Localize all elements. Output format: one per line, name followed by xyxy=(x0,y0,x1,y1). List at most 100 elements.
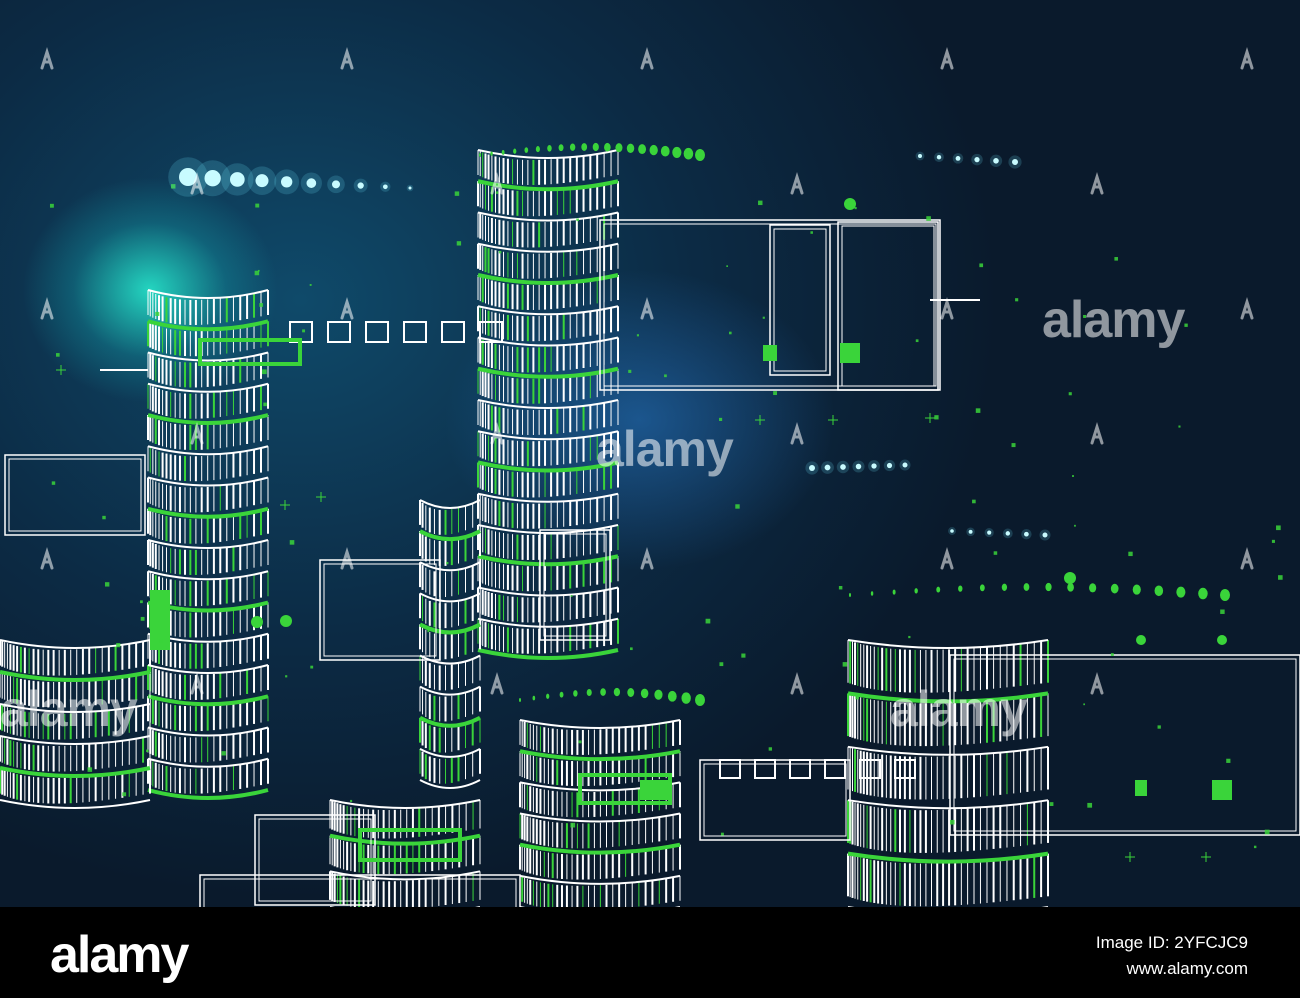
light-dot xyxy=(918,154,922,158)
green-dot-arc xyxy=(1220,589,1230,601)
floor-plan-top xyxy=(603,223,937,387)
green-dot-arc xyxy=(1023,583,1030,591)
tower-ring xyxy=(329,799,481,809)
green-dot-arc xyxy=(892,589,896,595)
crenel xyxy=(859,759,881,779)
light-dot xyxy=(987,530,992,535)
green-frame xyxy=(578,773,672,805)
green-dot-arc xyxy=(626,143,635,154)
crenel xyxy=(327,321,351,343)
tower-ring xyxy=(519,874,681,885)
illustration: alamy alamy alamy alamy xyxy=(0,0,1300,907)
footer-logo: alamy xyxy=(50,926,189,984)
crenel xyxy=(365,321,389,343)
crenel xyxy=(441,321,465,343)
green-dot-arc xyxy=(660,145,670,157)
green-particle xyxy=(1178,425,1181,428)
green-dot-arc xyxy=(501,149,505,155)
tower-ring xyxy=(147,694,269,707)
green-dot-arc xyxy=(649,144,658,156)
floor-plan-room xyxy=(837,221,939,391)
green-dot-arc xyxy=(559,691,564,698)
green-dot-arc xyxy=(683,147,694,160)
green-particle xyxy=(1011,443,1016,448)
green-dot-arc xyxy=(513,148,517,154)
tower-ring xyxy=(477,211,619,222)
green-block xyxy=(840,343,860,363)
tower-ring xyxy=(329,833,481,846)
green-particle xyxy=(838,585,843,590)
green-particle xyxy=(842,662,848,667)
watermark-glyph xyxy=(790,671,804,695)
green-particle xyxy=(122,792,127,797)
tower-ring xyxy=(419,622,481,635)
cross-marker xyxy=(925,413,935,423)
green-particle xyxy=(1226,758,1231,763)
green-dot-arc xyxy=(535,146,540,153)
green-dot-arc xyxy=(979,584,985,592)
tower-ring xyxy=(147,506,269,519)
tower-ring xyxy=(0,703,151,713)
watermark-glyph xyxy=(640,46,654,70)
tower-ring xyxy=(147,351,269,362)
green-particle xyxy=(705,618,711,624)
green-dot-arc xyxy=(1001,583,1008,591)
tower-ring xyxy=(147,319,269,332)
green-dot-arc xyxy=(547,145,552,152)
green-particle xyxy=(254,270,260,276)
green-particle xyxy=(1220,609,1225,614)
green-dot xyxy=(1064,572,1076,584)
tower-ring xyxy=(477,399,619,409)
footer-bar: alamy Image ID: 2YFCJC9 www.alamy.com xyxy=(0,907,1300,998)
floor-plan-left xyxy=(4,454,146,536)
green-dot-arc xyxy=(640,688,649,699)
green-particle xyxy=(1278,575,1283,580)
green-particle xyxy=(728,331,732,335)
light-dot xyxy=(357,182,364,189)
watermark-glyph xyxy=(1090,421,1104,445)
light-dot xyxy=(332,180,340,189)
green-dot-arc xyxy=(604,142,611,152)
green-particle xyxy=(720,832,724,836)
green-particle xyxy=(578,740,582,744)
green-particle xyxy=(261,369,267,375)
tower-ring xyxy=(0,766,151,778)
watermark-glyph xyxy=(1240,546,1254,570)
green-particle xyxy=(1157,725,1161,729)
watermark-glyph xyxy=(340,46,354,70)
watermark-glyph xyxy=(340,296,354,320)
watermark-glyph xyxy=(790,171,804,195)
green-particle xyxy=(102,515,106,520)
crenel xyxy=(403,321,427,343)
green-particle xyxy=(171,184,176,189)
green-particle xyxy=(926,216,931,221)
tower-ring xyxy=(477,617,619,628)
tower-ring xyxy=(477,305,619,316)
green-particle xyxy=(726,265,728,267)
green-particle xyxy=(629,647,633,651)
tower-ring xyxy=(519,719,681,729)
watermark-glyph xyxy=(40,296,54,320)
green-block xyxy=(1135,780,1147,796)
watermark-glyph xyxy=(490,171,504,195)
cross-marker xyxy=(56,365,66,375)
green-dot-arc xyxy=(1176,586,1186,598)
green-dot-arc xyxy=(870,591,874,596)
green-dot-arc xyxy=(695,694,705,706)
watermark-glyph xyxy=(190,421,204,445)
green-particle xyxy=(49,203,54,208)
tower-ring xyxy=(147,476,269,487)
light-dot xyxy=(968,529,973,534)
green-particle xyxy=(664,374,667,378)
green-dot-arc xyxy=(524,147,529,153)
light-dot xyxy=(871,463,877,469)
crenel xyxy=(754,759,776,779)
tower-ring xyxy=(847,851,1049,864)
floor-plan-room xyxy=(773,228,827,372)
green-particle xyxy=(427,630,430,633)
green-particle xyxy=(628,369,632,373)
green-particle xyxy=(1128,551,1133,557)
watermark-glyph xyxy=(1090,171,1104,195)
green-particle xyxy=(56,353,60,357)
tower-ring xyxy=(147,757,269,768)
